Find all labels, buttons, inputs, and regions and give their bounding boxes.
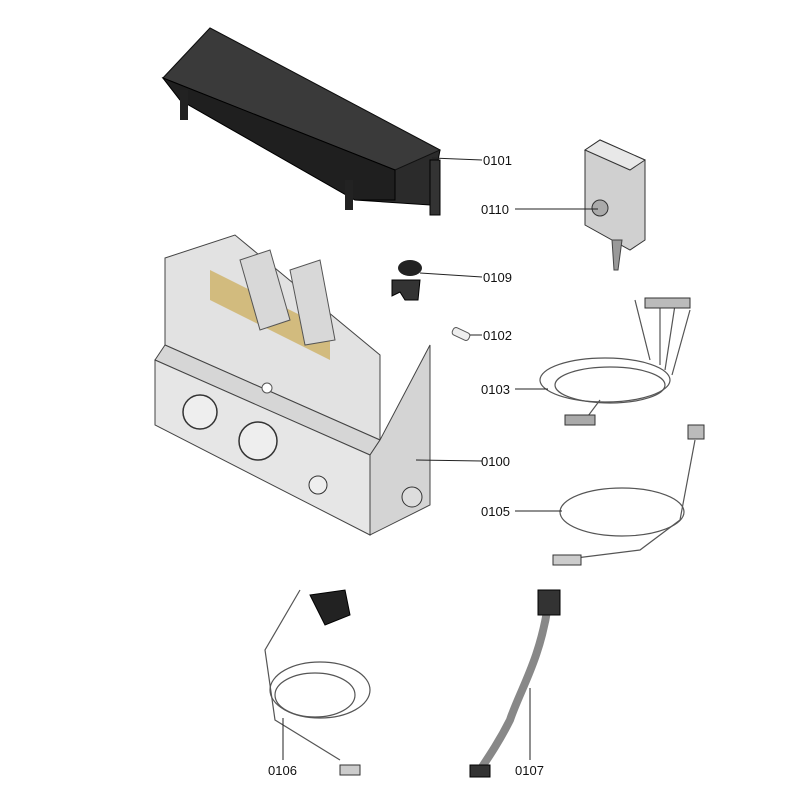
label-0103: 0103: [481, 382, 510, 397]
part-0110-sensor: [583, 139, 647, 271]
part-0100-housing: [154, 234, 431, 536]
label-0110: 0110: [481, 202, 509, 217]
part-0109-clip: [391, 260, 422, 301]
part-0107-ribbon: [469, 589, 561, 778]
label-0105: 0105: [481, 504, 510, 519]
label-0106: 0106: [268, 763, 297, 778]
part-0102-fuse: [451, 327, 471, 341]
part-0103-harness: [539, 297, 691, 426]
label-0102: 0102: [483, 328, 512, 343]
leader-0109: [419, 272, 483, 278]
label-0107: 0107: [515, 763, 544, 778]
part-0106-cable: [264, 589, 371, 776]
label-0109: 0109: [483, 270, 512, 285]
label-0100: 0100: [481, 454, 510, 469]
label-0101: 0101: [483, 153, 512, 168]
part-0105-loom: [552, 424, 705, 566]
leader-0101: [431, 157, 483, 161]
part-0101-cover: [161, 27, 442, 216]
leader-0100: [415, 459, 483, 462]
